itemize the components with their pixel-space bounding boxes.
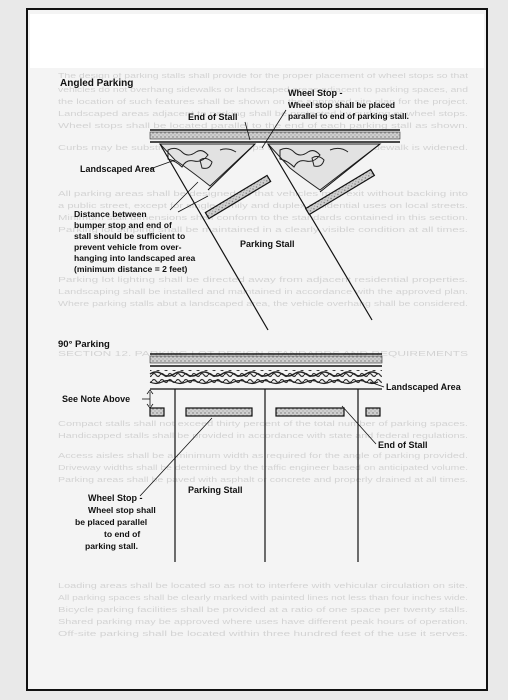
ninety-parking-section: 90° Parking Landscaped Area See Note Abo… [58, 339, 462, 562]
angled-wheel-stop-leader [261, 109, 287, 149]
angled-end-of-stall-line-2 [319, 143, 381, 193]
see-note-above-label: See Note Above [62, 394, 130, 404]
angled-landscape-right [266, 143, 382, 191]
ninety-wheel-stop-1 [149, 407, 165, 417]
ninety-sidewalk [149, 355, 383, 364]
background-text-line: Parking lot lighting shall be directed a… [58, 277, 468, 284]
distance-note-line-6: (minimum distance = 2 feet) [74, 264, 188, 274]
ninety-end-of-stall-label: End of Stall [378, 440, 428, 450]
angled-stall-line-left [159, 143, 269, 331]
background-text-line: Landscaping shall be installed and maint… [58, 289, 468, 296]
background-text-line: All parking spaces shall be clearly mark… [58, 595, 468, 602]
ninety-landscaped-leader [369, 381, 385, 388]
distance-leader-b [177, 195, 209, 213]
background-text-line: vehicles do not overhang sidewalks or la… [58, 87, 468, 94]
distance-note-line-4: prevent vehicle from over- [74, 242, 182, 252]
ninety-wheel-stop-note-1: Wheel stop shall [88, 505, 156, 515]
background-text-line: the location of such features shall be s… [58, 99, 468, 106]
angled-parking-section: Angled Parking Wheel Stop - Wheel stop s… [60, 78, 409, 331]
angled-wheel-stop-note-1: Wheel stop shall be placed [288, 100, 395, 110]
ninety-wheel-stop-leader [139, 417, 213, 497]
distance-note-line-5: hanging into landscaped area [74, 253, 196, 263]
angled-sidewalk [149, 131, 401, 140]
angled-wheel-stop-right [304, 168, 376, 216]
ninety-wheel-stop-4 [365, 407, 381, 417]
background-text-line: All parking areas shall be designed so t… [58, 191, 468, 198]
ninety-wheel-stop-2 [185, 407, 253, 417]
ninety-end-of-stall-leader [341, 405, 377, 445]
background-text-line: Compact stalls shall not exceed thirty p… [58, 421, 468, 428]
background-text-line: The design of parking stalls shall provi… [58, 73, 468, 80]
angled-shrubs-left [167, 147, 237, 169]
background-text-line: Access aisles shall be a minimum width a… [58, 453, 468, 460]
angled-landscaped-leader [149, 159, 176, 170]
background-text-line: Parking lot striping shall be maintained… [58, 227, 468, 234]
background-text-line: Wheel stops shall be located parallel to… [58, 123, 468, 130]
background-text-line: Landscaped areas adjacent to parking sha… [58, 111, 468, 118]
ninety-wheel-stop-3 [275, 407, 345, 417]
distance-note-line-2: bumper stop and end of [74, 220, 172, 230]
background-text-line: a public street, except for single famil… [58, 203, 468, 210]
ninety-landscaped-area-label: Landscaped Area [386, 382, 462, 392]
angled-wheel-stop-title: Wheel Stop - [288, 88, 343, 98]
background-text-line: Bicycle parking facilities shall be prov… [58, 607, 468, 614]
background-text-line: Shared parking may be approved where use… [58, 619, 468, 626]
background-text-line: Off-site parking shall be located within… [58, 631, 468, 638]
distance-note-line-1: Distance between [74, 209, 147, 219]
angled-shrubs-right [279, 147, 349, 168]
background-text-line: Minimum stall dimensions shall conform t… [58, 215, 468, 222]
ninety-wheel-stop-note-4: parking stall. [85, 541, 138, 551]
distance-note-line-3: stall should be sufficient to [74, 231, 185, 241]
angled-landscape-left [158, 143, 257, 187]
distance-leader-a [169, 181, 199, 211]
background-document-text: The design of parking stalls shall provi… [58, 73, 469, 638]
ninety-shrub-line-top [149, 371, 379, 377]
angled-wheel-stop-note-2: parallel to end of parking stall. [288, 111, 409, 121]
background-text-line: Curbs may be substituted for wheel stops… [58, 145, 468, 152]
figure-frame [26, 8, 488, 691]
background-text-line: Where parking stalls abut a landscaped a… [58, 301, 468, 308]
header-blank-area [30, 14, 484, 68]
angled-end-of-stall-leader [244, 121, 251, 141]
angled-end-of-stall-line [207, 143, 256, 191]
background-text-line: Handicapped stalls shall be provided in … [58, 433, 468, 440]
angled-end-of-stall-label: End of Stall [188, 112, 238, 122]
angled-parking-stall-label: Parking Stall [240, 239, 295, 249]
ninety-shrub-line-bottom [149, 379, 379, 385]
angled-landscaped-area-label: Landscaped Area [80, 164, 156, 174]
angled-wheel-stop-left [204, 174, 272, 220]
ninety-wheel-stop-title: Wheel Stop - [88, 493, 143, 503]
angled-parking-heading: Angled Parking [60, 78, 133, 89]
background-text-line: Parking areas shall be paved with asphal… [58, 477, 468, 484]
ninety-parking-heading: 90° Parking [58, 339, 110, 350]
background-text-line: Driveway widths shall be determined by t… [58, 465, 468, 472]
ninety-wheel-stop-note-3: to end of [104, 529, 140, 539]
background-text-line: Loading areas shall be located so as not… [58, 583, 468, 590]
ninety-parking-stall-label: Parking Stall [188, 485, 243, 495]
angled-stall-line-right [267, 143, 373, 321]
see-note-arrows [146, 389, 154, 409]
ninety-wheel-stop-note-2: be placed parallel [75, 517, 147, 527]
